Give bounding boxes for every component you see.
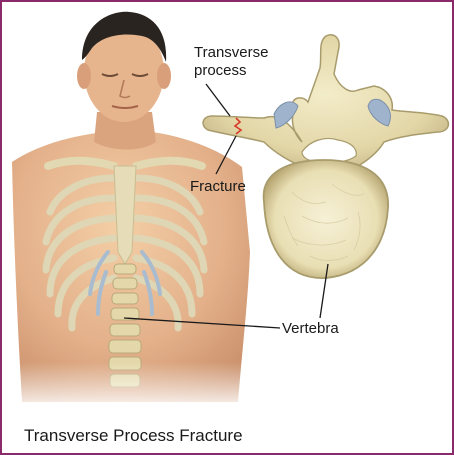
label-vertebra: Vertebra — [282, 320, 339, 337]
right-ear — [157, 63, 171, 89]
transverse-process-leader — [206, 84, 230, 116]
figure-caption: Transverse Process Fracture — [24, 426, 243, 446]
label-fracture: Fracture — [190, 178, 246, 195]
left-ear — [77, 63, 91, 89]
label-transverse-process: Transverse process — [194, 44, 284, 80]
